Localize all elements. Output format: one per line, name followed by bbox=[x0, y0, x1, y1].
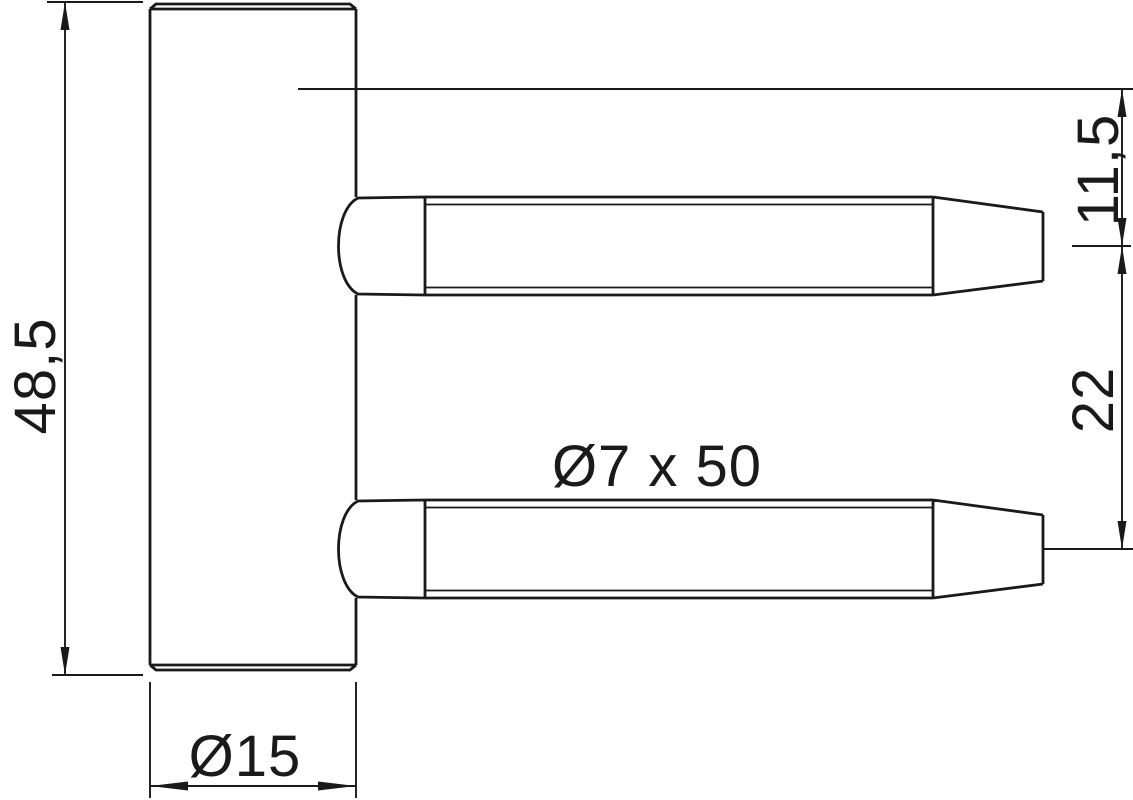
diameter-dimension-label: Ø15 bbox=[189, 724, 302, 789]
offset-dimension-lines bbox=[298, 88, 1133, 247]
height-dim-arrow-up bbox=[60, 2, 70, 30]
diameter-dim-arrow-right bbox=[318, 781, 356, 791]
spacing-dim-arrow-down bbox=[1117, 521, 1127, 549]
diameter-dim-arrow-left bbox=[150, 781, 188, 791]
offset-dim-arrow-up bbox=[1117, 89, 1127, 117]
height-dimension-label: 48,5 bbox=[3, 318, 68, 435]
height-dimension-lines bbox=[47, 1, 143, 676]
lower-pin-outline bbox=[337, 498, 1045, 600]
offset-dim-arrow-down bbox=[1117, 218, 1127, 246]
spacing-dimension-label: 22 bbox=[1061, 367, 1126, 434]
upper-pin-thread-lines bbox=[425, 203, 933, 289]
spacing-dimension-lines bbox=[1043, 246, 1133, 550]
pin-spec-label: Ø7 x 50 bbox=[552, 434, 762, 499]
upper-pin-outline bbox=[337, 195, 1045, 297]
lower-pin-thread-lines bbox=[425, 506, 933, 592]
offset-dimension-label: 11,5 bbox=[1066, 114, 1131, 227]
spacing-dim-arrow-up bbox=[1117, 246, 1127, 274]
hinge-barrel-outline bbox=[148, 2, 358, 672]
height-dim-arrow-down bbox=[60, 647, 70, 675]
